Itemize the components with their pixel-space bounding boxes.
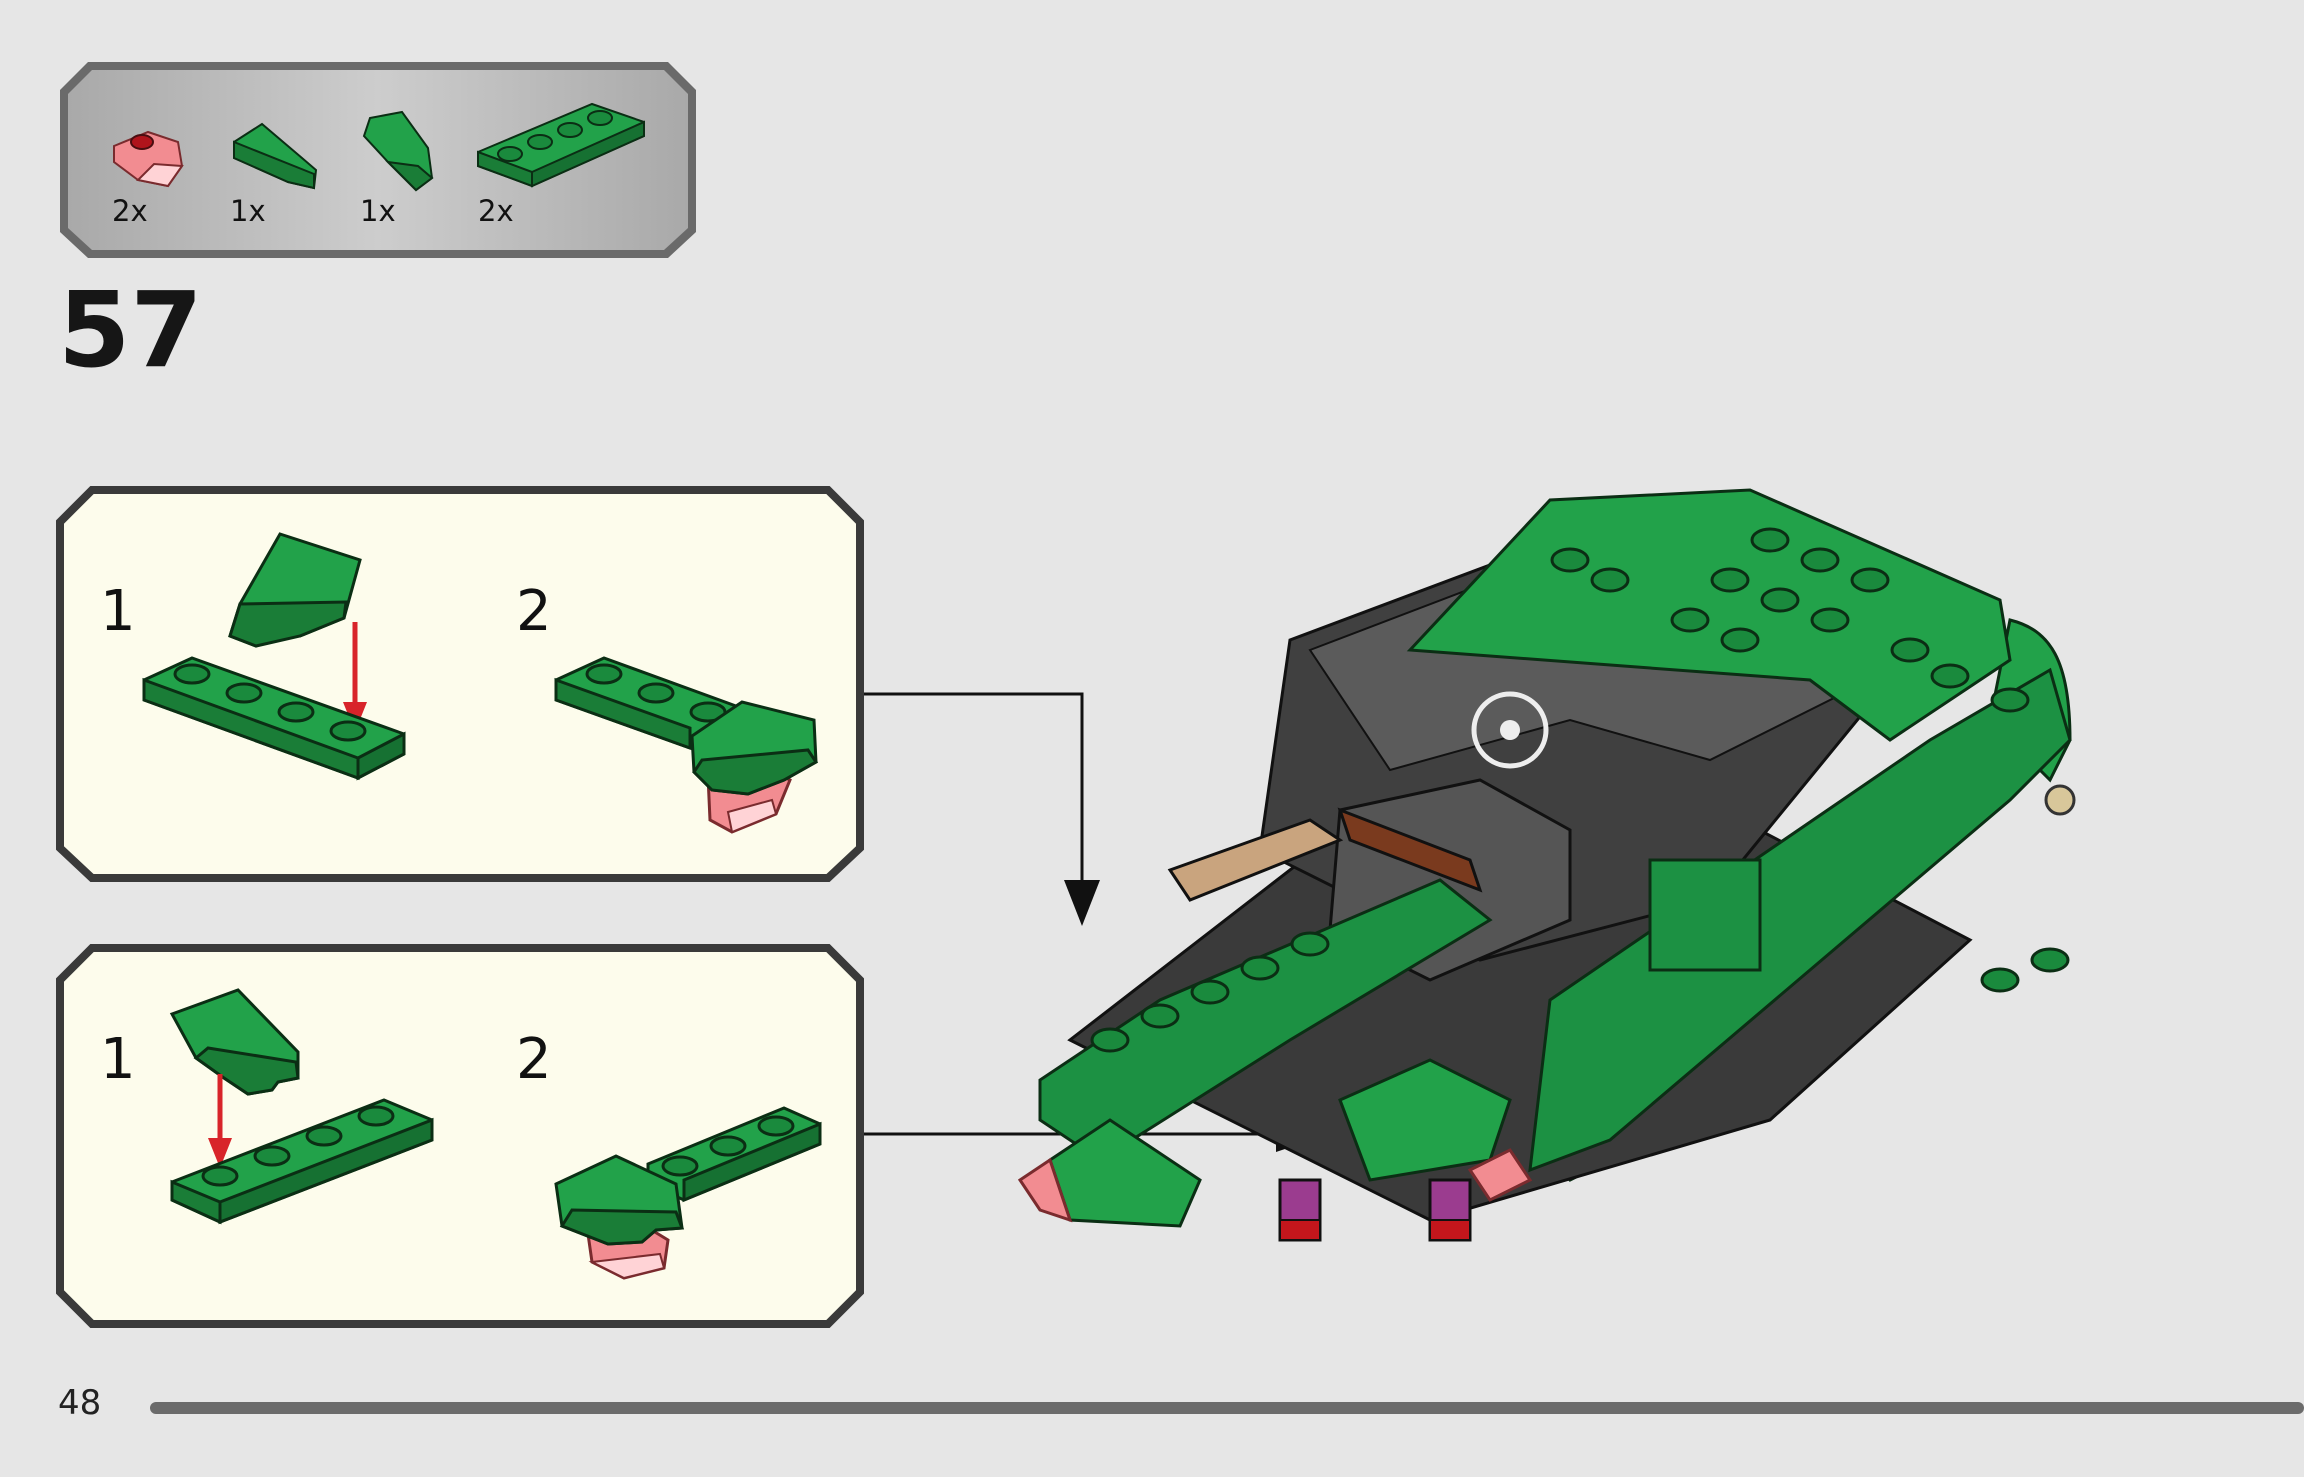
callout-top-step-2: 2 bbox=[516, 579, 552, 644]
part-green-plate-1x4-icon bbox=[477, 102, 645, 188]
page-number: 48 bbox=[58, 1383, 102, 1423]
connector-arrowhead-top bbox=[1064, 880, 1100, 926]
callout-bottom-step-1: 1 bbox=[100, 1027, 136, 1092]
connector-line-top bbox=[864, 692, 1084, 900]
callout-bottom-step1-illustration bbox=[169, 988, 434, 1225]
callout-top-step-1: 1 bbox=[100, 579, 136, 644]
callout-bottom-step2-illustration bbox=[554, 1106, 822, 1280]
callout-bottom-step-2: 2 bbox=[516, 1027, 552, 1092]
part-green-wedge-right-icon bbox=[362, 110, 434, 192]
step-number: 57 bbox=[58, 269, 203, 391]
callout-top-step1-illustration bbox=[142, 532, 406, 781]
page-progress-bar bbox=[150, 1402, 2304, 1414]
main-model-illustration bbox=[1017, 488, 2076, 1242]
part-qty-3: 1x bbox=[360, 194, 396, 228]
part-green-wedge-left-icon bbox=[233, 122, 318, 190]
part-qty-1: 2x bbox=[112, 194, 148, 228]
part-qty-2: 1x bbox=[230, 194, 266, 228]
part-trans-red-wedge-icon bbox=[113, 130, 184, 188]
part-qty-4: 2x bbox=[478, 194, 514, 228]
callout-top-step2-illustration bbox=[554, 656, 819, 834]
